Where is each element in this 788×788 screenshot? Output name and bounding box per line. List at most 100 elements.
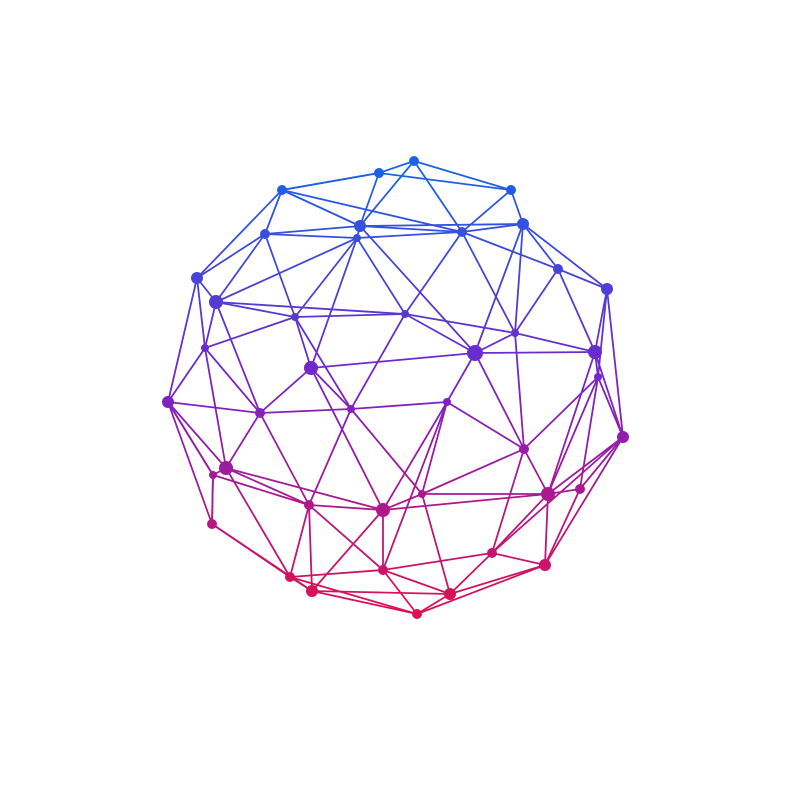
sphere-node	[409, 156, 419, 166]
sphere-edge	[544, 436, 624, 566]
sphere-node	[304, 361, 318, 375]
sphere-node	[511, 329, 519, 337]
sphere-node	[444, 588, 456, 600]
sphere-edge	[382, 552, 493, 571]
sphere-node	[285, 572, 295, 582]
sphere-edge	[461, 231, 559, 270]
sphere-node	[201, 344, 209, 352]
sphere-edge	[167, 401, 261, 414]
sphere-node	[347, 405, 355, 413]
sphere-node	[588, 345, 602, 359]
sphere-edge	[404, 313, 516, 334]
sphere-edge	[196, 189, 283, 279]
sphere-edge	[350, 401, 448, 410]
sphere-node	[553, 264, 563, 274]
sphere-edge	[449, 552, 493, 595]
sphere-node	[541, 487, 555, 501]
sphere-node	[401, 310, 409, 318]
sphere-edge	[378, 160, 415, 174]
sphere-edge	[356, 231, 463, 239]
sphere-edge	[308, 504, 384, 511]
sphere-edge	[544, 493, 549, 566]
sphere-node	[374, 168, 384, 178]
sphere-edge	[311, 590, 418, 615]
sphere-nodes	[162, 156, 629, 619]
sphere-edge	[167, 347, 206, 403]
sphere-edge	[449, 564, 546, 595]
sphere-node	[519, 444, 529, 454]
sphere-edge	[281, 172, 380, 191]
sphere-edge	[225, 412, 261, 469]
sphere-edge	[523, 376, 599, 450]
sphere-edge	[204, 301, 217, 349]
sphere-node	[378, 565, 388, 575]
sphere-edges	[167, 160, 624, 615]
sphere-edge	[215, 301, 261, 414]
sphere-edge	[356, 237, 406, 315]
sphere-edge	[547, 351, 596, 495]
sphere-node	[418, 490, 426, 498]
sphere-edge	[311, 590, 451, 595]
sphere-edge	[522, 223, 608, 290]
sphere-edge	[310, 237, 358, 369]
sphere-edge	[382, 569, 451, 595]
sphere-edge	[446, 352, 476, 403]
sphere-edge	[491, 448, 525, 554]
sphere-edge	[215, 301, 406, 315]
sphere-edge	[308, 504, 313, 592]
sphere-edge	[167, 401, 227, 469]
sphere-edge	[404, 313, 476, 354]
sphere-edge	[359, 223, 524, 227]
sphere-edge	[522, 223, 559, 270]
sphere-edge	[557, 268, 596, 353]
sphere-edge	[594, 288, 608, 353]
sphere-edge	[167, 277, 198, 403]
sphere-edge	[281, 189, 361, 227]
sphere-node	[354, 220, 366, 232]
sphere-edge	[359, 172, 380, 227]
sphere-node	[376, 503, 390, 517]
sphere-edge	[510, 189, 524, 225]
sphere-edge	[514, 268, 559, 334]
sphere-edge	[167, 401, 214, 476]
sphere-edge	[225, 467, 310, 506]
sphere-edge	[382, 569, 418, 615]
sphere-edge	[196, 233, 266, 279]
sphere-edge	[264, 225, 361, 235]
sphere-edge	[382, 493, 549, 511]
sphere-node	[304, 500, 314, 510]
sphere-edge	[579, 376, 599, 490]
sphere-edge	[594, 351, 624, 438]
sphere-edge	[264, 233, 358, 239]
sphere-edge	[404, 231, 463, 315]
sphere-edge	[413, 160, 463, 233]
sphere-node	[191, 272, 203, 284]
sphere-edge	[446, 401, 525, 450]
sphere-edge	[294, 316, 352, 410]
sphere-node	[506, 185, 516, 195]
sphere-edge	[421, 448, 525, 495]
sphere-edge	[310, 352, 476, 369]
sphere-node	[353, 234, 361, 242]
sphere-edge	[311, 509, 384, 592]
sphere-edge	[359, 225, 476, 354]
sphere-edge	[211, 474, 214, 525]
sphere-edge	[215, 301, 296, 318]
sphere-edge	[225, 467, 291, 578]
sphere-node	[594, 373, 602, 381]
sphere-node	[601, 283, 613, 295]
sphere-edge	[259, 412, 310, 506]
sphere-edge	[212, 474, 310, 506]
sphere-edge	[225, 467, 384, 511]
sphere-node	[457, 227, 467, 237]
sphere-edge	[215, 237, 358, 303]
sphere-node	[209, 295, 223, 309]
sphere-edge	[167, 401, 213, 525]
sphere-node	[487, 548, 497, 558]
sphere-edge	[215, 233, 266, 303]
sphere-node	[443, 398, 451, 406]
sphere-edge	[474, 223, 524, 354]
sphere-edge	[382, 401, 448, 511]
